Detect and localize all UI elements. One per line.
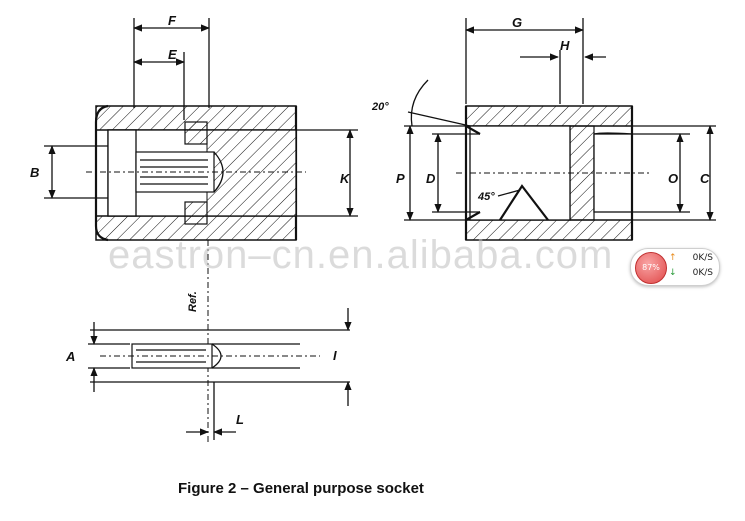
label-L: L [236,412,244,427]
label-O: O [668,171,678,186]
network-speed-widget[interactable]: 87% ↑ 0K/S ↓ 0K/S [630,248,720,286]
label-E: E [168,47,177,62]
download-speed-value: 0K/S [692,268,713,278]
arrow-down-icon: ↓ [669,268,677,278]
label-A: A [65,349,75,364]
upload-speed-row: ↑ 0K/S [669,253,715,267]
memory-usage-circle[interactable]: 87% [635,252,667,284]
watermark: eastron–cn.en.alibaba.com [108,233,613,277]
right-view-dimensions [404,18,716,221]
upload-speed-value: 0K/S [692,253,713,263]
left-view-dimensions [44,18,358,217]
label-P: P [396,171,405,186]
label-K: K [340,171,351,186]
left-socket-view [86,104,306,242]
label-ref: Ref. [187,291,199,312]
download-speed-row: ↓ 0K/S [669,268,715,282]
arrow-up-icon: ↑ [669,253,677,263]
label-H: H [560,38,570,53]
label-G: G [512,15,522,30]
pin-side-view [88,308,352,440]
figure-caption: Figure 2 – General purpose socket [178,480,424,497]
label-angle-20: 20° [371,101,389,113]
right-socket-view [456,105,650,241]
label-angle-45: 45° [477,191,495,203]
label-F: F [168,13,177,28]
label-B: B [30,165,39,180]
label-D: D [426,171,436,186]
label-C: C [700,171,710,186]
label-I: I [333,348,337,363]
